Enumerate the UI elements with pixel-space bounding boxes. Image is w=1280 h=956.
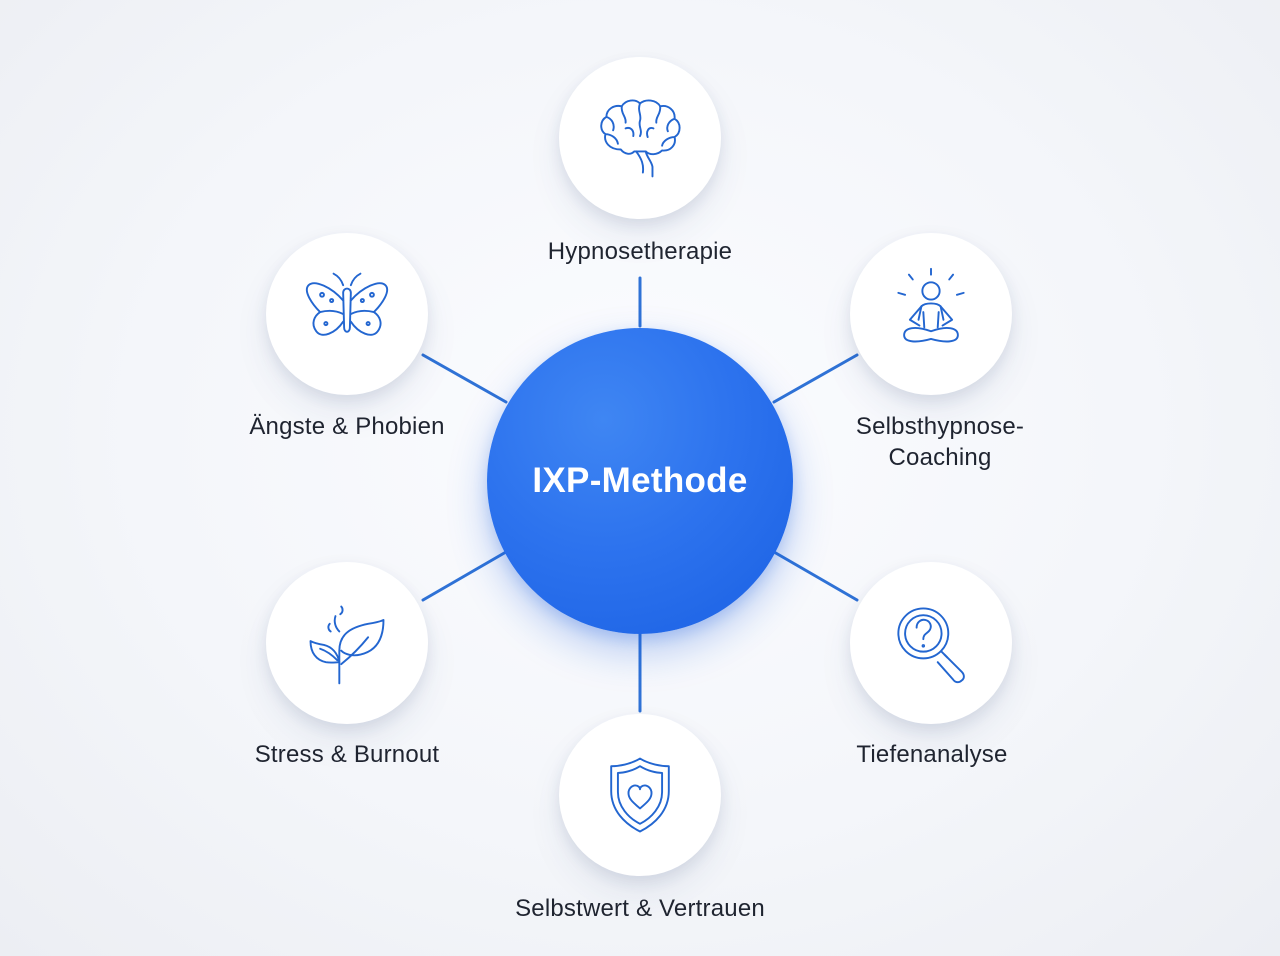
- center-node: IXP-Methode: [487, 328, 793, 634]
- label-line: Ängste & Phobien: [249, 413, 445, 440]
- label-selbstwert-vertrauen: Selbstwert & Vertrauen: [490, 893, 790, 924]
- node-tiefenanalyse: [850, 562, 1012, 724]
- meditation-icon: [897, 267, 965, 343]
- node-selbsthypnose-coaching: [850, 233, 1012, 395]
- label-selbsthypnose-coaching: Selbsthypnose- Coaching: [790, 411, 1090, 473]
- label-line: Tiefenanalyse: [856, 741, 1008, 768]
- label-stress-burnout: Stress & Burnout: [197, 739, 497, 770]
- center-title: IXP-Methode: [532, 461, 748, 500]
- label-line: Hypnosetherapie: [547, 238, 733, 265]
- connector-selbsthypnose-coaching: [772, 353, 859, 404]
- label-hypnosetherapie: Hypnosetherapie: [490, 236, 790, 267]
- magnifier-question-icon: [897, 607, 965, 684]
- butterfly-icon: [305, 272, 389, 336]
- connector-tiefenanalyse: [772, 550, 859, 602]
- connector-aengste-phobien: [421, 353, 508, 404]
- node-hypnosetherapie: [559, 57, 721, 219]
- node-selbstwert-vertrauen: [559, 714, 721, 876]
- shield-heart-icon: [610, 757, 670, 833]
- node-aengste-phobien: [266, 233, 428, 395]
- brain-icon: [600, 99, 681, 178]
- label-aengste-phobien: Ängste & Phobien: [197, 411, 497, 442]
- label-line: Stress & Burnout: [254, 741, 440, 768]
- node-stress-burnout: [266, 562, 428, 724]
- label-line: Coaching: [888, 444, 992, 471]
- label-line: Selbstwert & Vertrauen: [515, 895, 765, 922]
- label-line: Selbsthypnose-: [855, 413, 1025, 440]
- connector-stress-burnout: [421, 550, 508, 602]
- leaf-sprout-icon: [309, 605, 385, 685]
- label-tiefenanalyse: Tiefenanalyse: [782, 739, 1082, 770]
